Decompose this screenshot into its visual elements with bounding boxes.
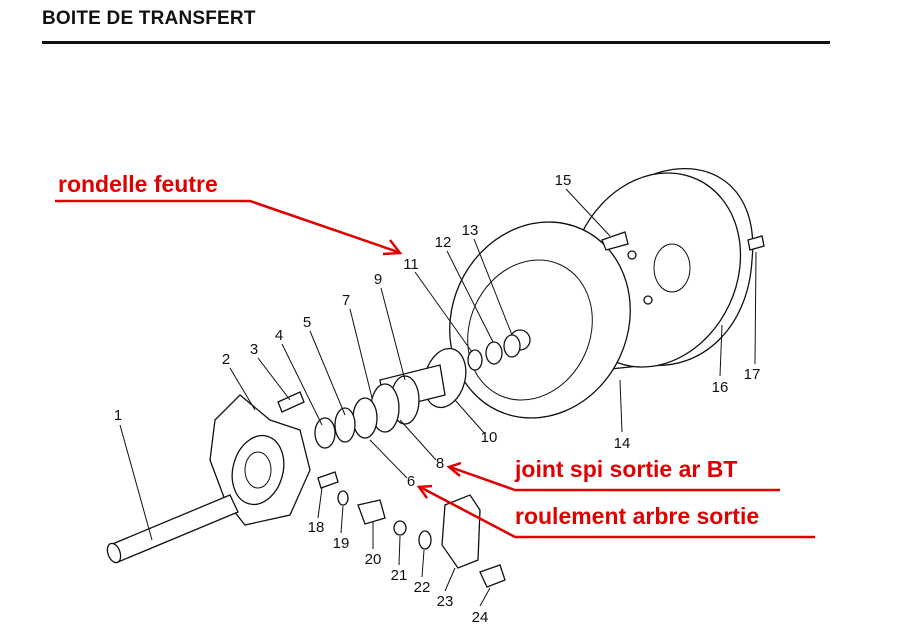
part-number-17: 17 [744,366,761,383]
annotation-oil-seal: joint spi sortie ar BT [446,456,780,492]
arrowhead-icon [416,484,433,499]
housing [209,394,311,526]
part-number-20: 20 [365,551,382,568]
part-number-13: 13 [462,222,479,239]
part-number-12: 12 [435,234,452,251]
leader-lines [119,188,757,607]
part-number-14: 14 [614,435,631,452]
part-number-2: 2 [222,351,230,368]
part-number-7: 7 [342,292,350,309]
page-title: BOITE DE TRANSFERT [42,8,256,29]
annotation-arrow-line [449,465,780,492]
small-parts [317,231,765,588]
bolt [277,391,305,413]
arrowhead-icon [382,239,403,256]
part-number-11: 11 [403,256,419,273]
part-number-16: 16 [712,379,729,396]
part-number-8: 8 [436,455,444,472]
arrowhead-icon [446,461,462,477]
part-number-1: 1 [114,407,122,424]
part-number-4: 4 [275,327,283,344]
annotation-arrow-line [55,199,399,254]
part-number-18: 18 [308,519,325,536]
part-number-5: 5 [303,314,311,331]
part-number-21: 21 [391,567,408,584]
part-number-19: 19 [333,535,350,552]
part-number-6: 6 [407,473,415,490]
part-number-15: 15 [555,172,572,189]
annotation-arrow-line [419,485,815,539]
part-number-24: 24 [472,609,489,626]
annotation-label: roulement arbre sortie [515,503,759,529]
annotation-label: joint spi sortie ar BT [514,456,737,482]
part-number-22: 22 [414,579,431,596]
part-number-23: 23 [437,593,454,610]
output-shaft [106,494,239,564]
annotation-bearing: roulement arbre sortie [416,484,815,539]
annotation-label: rondelle feutre [58,171,218,197]
backing-plate [449,221,631,419]
title-divider [42,41,830,44]
part-number-10: 10 [481,429,498,446]
part-number-3: 3 [250,341,258,358]
annotation-felt-washer: rondelle feutre [55,171,403,256]
part-number-9: 9 [374,271,382,288]
bearings [314,375,420,449]
washers [467,334,521,371]
